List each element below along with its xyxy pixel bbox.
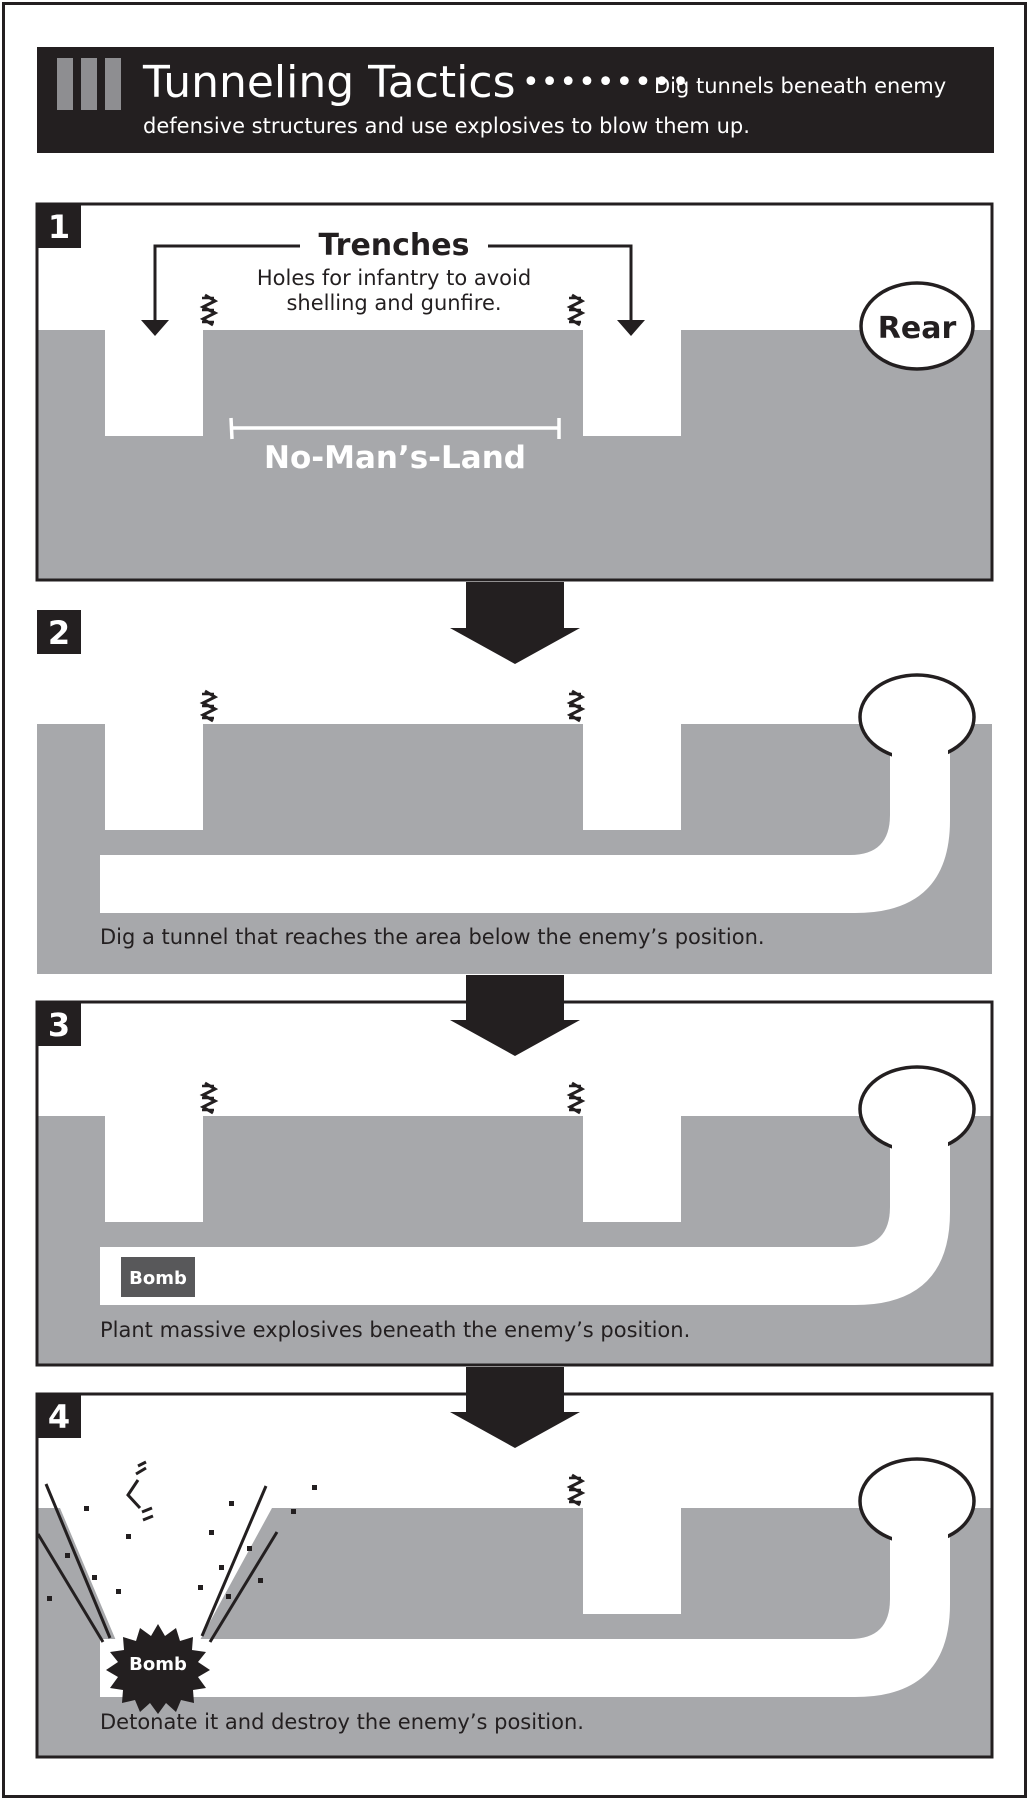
panel-4: 4 Bomb Detonate it an [35, 1392, 994, 1759]
trench-arrow-left [153, 244, 300, 320]
tunnel-shaft [892, 1514, 948, 1554]
title-banner: Tunneling Tactics ••••••••• Dig tunnels … [37, 47, 994, 153]
panel-1: 1 Trenches Holes for infantry to avoid s… [35, 202, 994, 582]
panel-2-number: 2 [48, 614, 70, 652]
panel-1-number-badge [37, 204, 81, 248]
bomb-label: Bomb [129, 1268, 187, 1289]
barbed-wire-icon [200, 689, 217, 723]
panel-3-number-badge [37, 1002, 81, 1046]
trench-arrow-right [488, 244, 633, 320]
bomb-label: Bomb [129, 1654, 187, 1675]
bomb-box [121, 1257, 195, 1297]
step-arrow-down-icon [450, 582, 580, 664]
blast-crater [60, 1508, 272, 1650]
no-mans-land-label: No-Man’s-Land [264, 440, 526, 476]
panel-3-caption: Plant massive explosives beneath the ene… [100, 1318, 690, 1342]
panel-4-number-badge [37, 1394, 81, 1438]
tunnel [100, 1524, 950, 1697]
panel-3-number: 3 [48, 1006, 70, 1044]
panel-2: 2 Dig a tunnel that reaches the area bel… [37, 610, 992, 974]
banner-bar-icon [57, 58, 73, 110]
trenches-description-line-2: shelling and gunfire. [286, 291, 501, 315]
panel-2-caption: Dig a tunnel that reaches the area below… [100, 925, 765, 949]
arrow-head-right-icon [617, 320, 645, 336]
trenches-description-line-1: Holes for infantry to avoid [257, 266, 531, 290]
page-title: Tunneling Tactics [143, 57, 516, 108]
banner-bar-icon [81, 58, 97, 110]
arrow-head-left-icon [141, 320, 169, 336]
panel-1-ground [38, 330, 991, 579]
tunnel [100, 740, 950, 913]
rear-bubble [859, 281, 975, 371]
debris-fragments [126, 1460, 154, 1522]
rear-label: Rear [878, 311, 957, 346]
trenches-label: Trenches [318, 228, 469, 263]
step-arrow-overlap [450, 1000, 580, 1056]
panel-2-number-badge [37, 610, 81, 654]
barbed-wire-icon [567, 689, 584, 723]
page-subtitle-line-2: defensive structures and use explosives … [143, 114, 750, 138]
debris [47, 1485, 317, 1601]
panel-4-caption: Detonate it and destroy the enemy’s posi… [100, 1710, 584, 1734]
panel-1-number: 1 [48, 208, 70, 246]
bomb-burst-icon [106, 1624, 210, 1714]
tunnel-shaft [892, 1122, 948, 1162]
tunnel-shaft [892, 730, 948, 770]
tunnel [100, 1132, 950, 1305]
no-mans-land-bracket [229, 417, 561, 440]
title-leader-dots: ••••••••• [522, 65, 691, 100]
page-subtitle-line-1: Dig tunnels beneath enemy [654, 74, 947, 98]
banner-bar-icon [105, 58, 121, 110]
panel-3: 3 Bomb Plant massive explosives beneath … [35, 1000, 994, 1367]
panel-4-number: 4 [48, 1398, 70, 1436]
step-arrow-overlap [450, 1392, 580, 1448]
blast-lines [36, 1483, 279, 1643]
